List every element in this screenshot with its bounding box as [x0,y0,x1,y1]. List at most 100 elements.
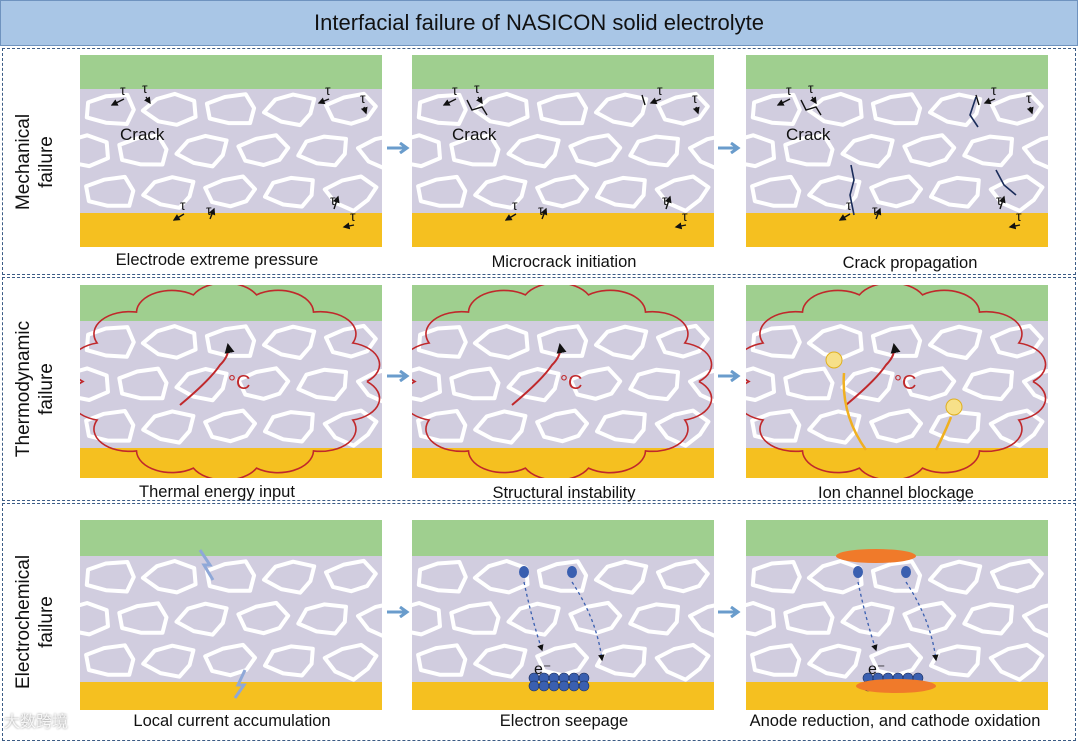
bottom-electrode-layer [412,448,714,478]
step-arrow-icon [718,370,741,382]
ion-path [934,416,953,451]
stress-arrow-icon [143,96,151,105]
electron-path [905,581,939,662]
stress-arrow-icon [692,106,700,115]
stress-arrow-icon [874,207,882,220]
top-electrode-layer [746,285,1048,321]
stress-symbol: τ [991,82,997,98]
ion-blocked-icon [825,351,843,369]
row-thermodynamic [2,277,1076,501]
stress-arrow-icon [475,96,483,105]
grain-network [746,558,1048,682]
stress-symbol: τ [512,197,518,213]
caption-local-current-accumulation: Local current accumulation [133,712,331,730]
caption-crack-propagation: Crack propagation [842,254,978,272]
ion-blocked-icon [945,398,963,416]
stress-symbol: τ [180,197,186,213]
figure-title: Interfacial failure of NASICON solid ele… [314,10,764,35]
stress-arrow-icon [1008,222,1021,230]
heat-cloud [746,285,1047,478]
heat-cloud [80,285,381,478]
grain-network [80,91,382,213]
stress-arrow-icon [540,207,548,220]
caption-anode-cathode: Anode reduction, and cathode oxidation [749,712,1041,730]
top-electrode-layer [80,285,382,321]
temperature-label: °C [894,372,916,394]
stress-arrow-icon [1026,106,1034,115]
grain-network [412,91,714,213]
top-electrode-layer [412,520,714,556]
stress-arrow-icon [649,97,662,105]
temperature-label: °C [228,372,250,394]
figure-title-bar: Interfacial failure of NASICON solid ele… [0,0,1078,46]
stress-symbol: τ [692,90,698,106]
electron-dot [538,680,550,692]
step-arrow-icon [718,606,741,618]
caption-ion-channel-blockage: Ion channel blockage [818,484,974,502]
caption-electron-seepage: Electron seepage [499,712,629,730]
electron-dot [901,566,911,578]
microcrack [800,99,822,116]
stress-symbol: τ [657,82,663,98]
top-electrode-layer [80,520,382,556]
stress-arrow-icon [809,96,817,105]
electron-dot [558,680,570,692]
stress-symbol: τ [682,208,688,224]
bottom-electrode-layer [746,213,1048,247]
electron-path [523,581,544,652]
top-electrode-layer [746,520,1048,556]
grain-network [412,558,714,682]
stress-symbol: τ [1016,208,1022,224]
stress-symbol: τ [786,82,792,98]
stress-symbol: τ [1026,90,1032,106]
stress-symbol: τ [120,82,126,98]
stress-arrow-icon [674,222,687,230]
watermark: 大数跨境 [4,712,69,731]
electron-dot [578,680,590,692]
panel-2-1: e⁻ [412,520,714,710]
top-electrode-layer [746,55,1048,89]
stress-arrow-icon [342,222,355,230]
crack-label: Crack [120,125,165,144]
stress-symbol: τ [142,80,148,96]
bottom-electrode-layer [80,213,382,247]
bottom-electrode-layer [412,213,714,247]
stress-arrow-icon [838,213,851,221]
anode-reduction-deposit [836,549,916,563]
microcrack [466,99,488,116]
ion-path [842,372,868,451]
grain-network [746,323,1048,448]
row-mechanical [2,48,1076,275]
caption-electrode-extreme-pressure: Electrode extreme pressure [115,251,319,269]
step-arrow-icon [387,142,410,154]
stress-arrow-icon [110,98,125,106]
crack-label: Crack [786,125,831,144]
step-arrow-icon [387,370,410,382]
stress-symbol: τ [452,82,458,98]
panel-2-0 [80,520,382,710]
panel-2-2: e⁻ [746,520,1048,710]
stress-arrow-icon [442,98,457,106]
row-label-electrochemical: Electrochemical failure [13,554,58,690]
panel-1-0: °C [80,285,382,478]
electron-dot [548,680,560,692]
stress-arrow-icon [983,97,996,105]
crack-path [849,164,855,216]
row-label-thermodynamic: Thermodynamic failure [13,320,57,458]
caption-thermal-energy-input: Thermal energy input [139,483,295,501]
caption-structural-instability: Structural instability [492,484,636,502]
top-electrode-layer [412,55,714,89]
stress-arrow-icon [664,195,672,210]
stress-arrow-icon [172,213,185,221]
electron-dot [528,680,540,692]
heat-flow-arrow-icon [845,343,901,406]
electron-path [571,581,605,662]
row-label-mechanical: Mechanical failure [13,113,58,210]
row-electrochemical [2,503,1076,741]
electron-dot [519,566,529,578]
caption-microcrack-initiation: Microcrack initiation [491,253,637,271]
stress-symbol: τ [808,80,814,96]
electron-dot [568,680,580,692]
